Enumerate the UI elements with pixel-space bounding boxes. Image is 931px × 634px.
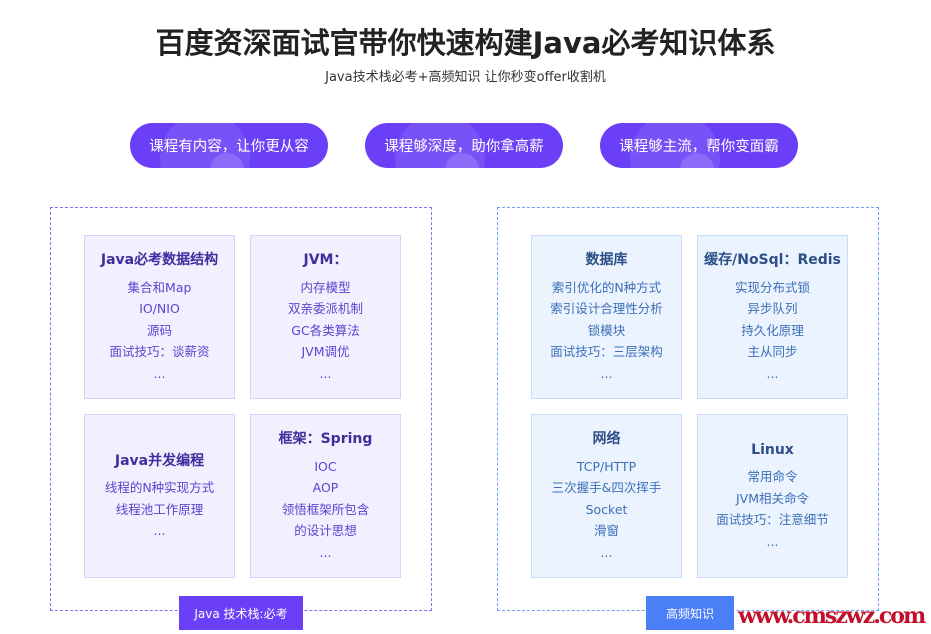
page-title: 百度资深面试官带你快速构建Java必考知识体系 (155, 26, 776, 60)
topic-item: 三次握手&四次挥手 (551, 480, 662, 495)
topic-card: 网络 TCP/HTTP 三次握手&四次挥手 Socket 滑窗... (531, 414, 682, 578)
topic-item: ... (600, 544, 613, 560)
topic-item: 领悟框架所包含 (281, 501, 370, 517)
topic-item: 集合和Map (127, 279, 192, 295)
topic-card: 数据库索引优化的N种方式索引设计合理性分析锁模块面试技巧：三层架构... (531, 235, 682, 399)
topic-card-title: Linux (751, 441, 794, 458)
topic-item: GC各类算法 (291, 322, 360, 338)
topic-card-title: JVM： (303, 252, 348, 268)
topic-item: 面试技巧：注意细节 (716, 512, 829, 528)
topic-item: 面试技巧：谈薪资 (109, 344, 210, 359)
page-subtitle: Java技术栈必考+高频知识 让你秒变offer收割机 (325, 70, 606, 85)
topic-card: Linux 常用命令 JVM相关命令面试技巧：注意细节... (697, 414, 848, 578)
topic-card-title: 缓存/NoSql：Redis (704, 252, 841, 268)
topic-item: 实现分布式锁 (734, 279, 810, 295)
topic-item: 主从同步 (747, 344, 798, 359)
topic-item: 线程的N种实现方式 (104, 480, 215, 495)
group-high-frequency: 数据库索引优化的N种方式索引设计合理性分析锁模块面试技巧：三层架构...缓存/N… (497, 207, 879, 630)
topic-item: JVM相关命令 (735, 490, 810, 506)
topic-item: 内存模型 (300, 279, 351, 295)
topic-item: 滑窗 (593, 523, 619, 538)
group-tag: 高频知识 (646, 596, 734, 630)
feature-pill-mainstream: 课程够主流，帮你变面霸 (600, 123, 798, 168)
topic-item: 索引优化的N种方式 (551, 279, 662, 295)
topic-item: 索引设计合理性分析 (550, 301, 663, 316)
topic-item: ... (153, 365, 166, 381)
topic-item: 源码 (146, 322, 172, 338)
topic-item: 面试技巧：三层架构 (550, 344, 663, 359)
topic-item: 的设计思想 (294, 523, 357, 538)
topic-item: AOP (312, 480, 339, 495)
pill-label: 课程有内容，让你更从容 (149, 139, 309, 155)
pill-label: 课程够深度，助你拿高薪 (384, 139, 544, 155)
topic-item: 线程池工作原理 (115, 501, 204, 517)
topic-item: ... (319, 544, 332, 560)
topic-item: ... (153, 523, 166, 538)
watermark: www.cmszwz.com (738, 603, 926, 629)
pill-label: 课程够主流，帮你变面霸 (619, 139, 779, 155)
topic-item: Socket (585, 501, 628, 517)
topic-card: JVM： 内存模型双亲委派机制 GC各类算法 JVM调优... (250, 235, 401, 399)
topic-card-title: Java必考数据结构 (100, 252, 219, 268)
topic-item: 异步队列 (747, 301, 798, 316)
topic-item: ... (600, 365, 613, 381)
topic-card-title: 框架：Spring (278, 431, 373, 447)
group-tag: Java 技术栈:必考 (179, 596, 303, 630)
topic-item: TCP/HTTP (576, 458, 637, 474)
topic-card-title: 数据库 (585, 252, 628, 268)
topic-item: IO/NIO (139, 301, 180, 316)
topic-card-title: Java并发编程 (114, 452, 205, 469)
topic-card: Java并发编程线程的N种实现方式线程池工作原理... (84, 414, 235, 578)
topic-item: ... (766, 365, 779, 381)
topic-item: JVM调优 (301, 344, 350, 359)
topic-item: IOC (314, 458, 337, 474)
topic-item: ... (766, 533, 779, 549)
feature-pill-content: 课程有内容，让你更从容 (130, 123, 328, 168)
topic-item: 双亲委派机制 (287, 301, 363, 316)
topic-item: 持久化原理 (741, 322, 804, 338)
topic-item: 锁模块 (587, 322, 626, 338)
topic-card: 缓存/NoSql：Redis 实现分布式锁异步队列持久化原理主从同步... (697, 235, 848, 399)
topic-card-title: 网络 (592, 431, 621, 447)
topic-item: ... (319, 365, 332, 381)
topic-item: 常用命令 (747, 469, 798, 485)
feature-pill-depth: 课程够深度，助你拿高薪 (365, 123, 563, 168)
